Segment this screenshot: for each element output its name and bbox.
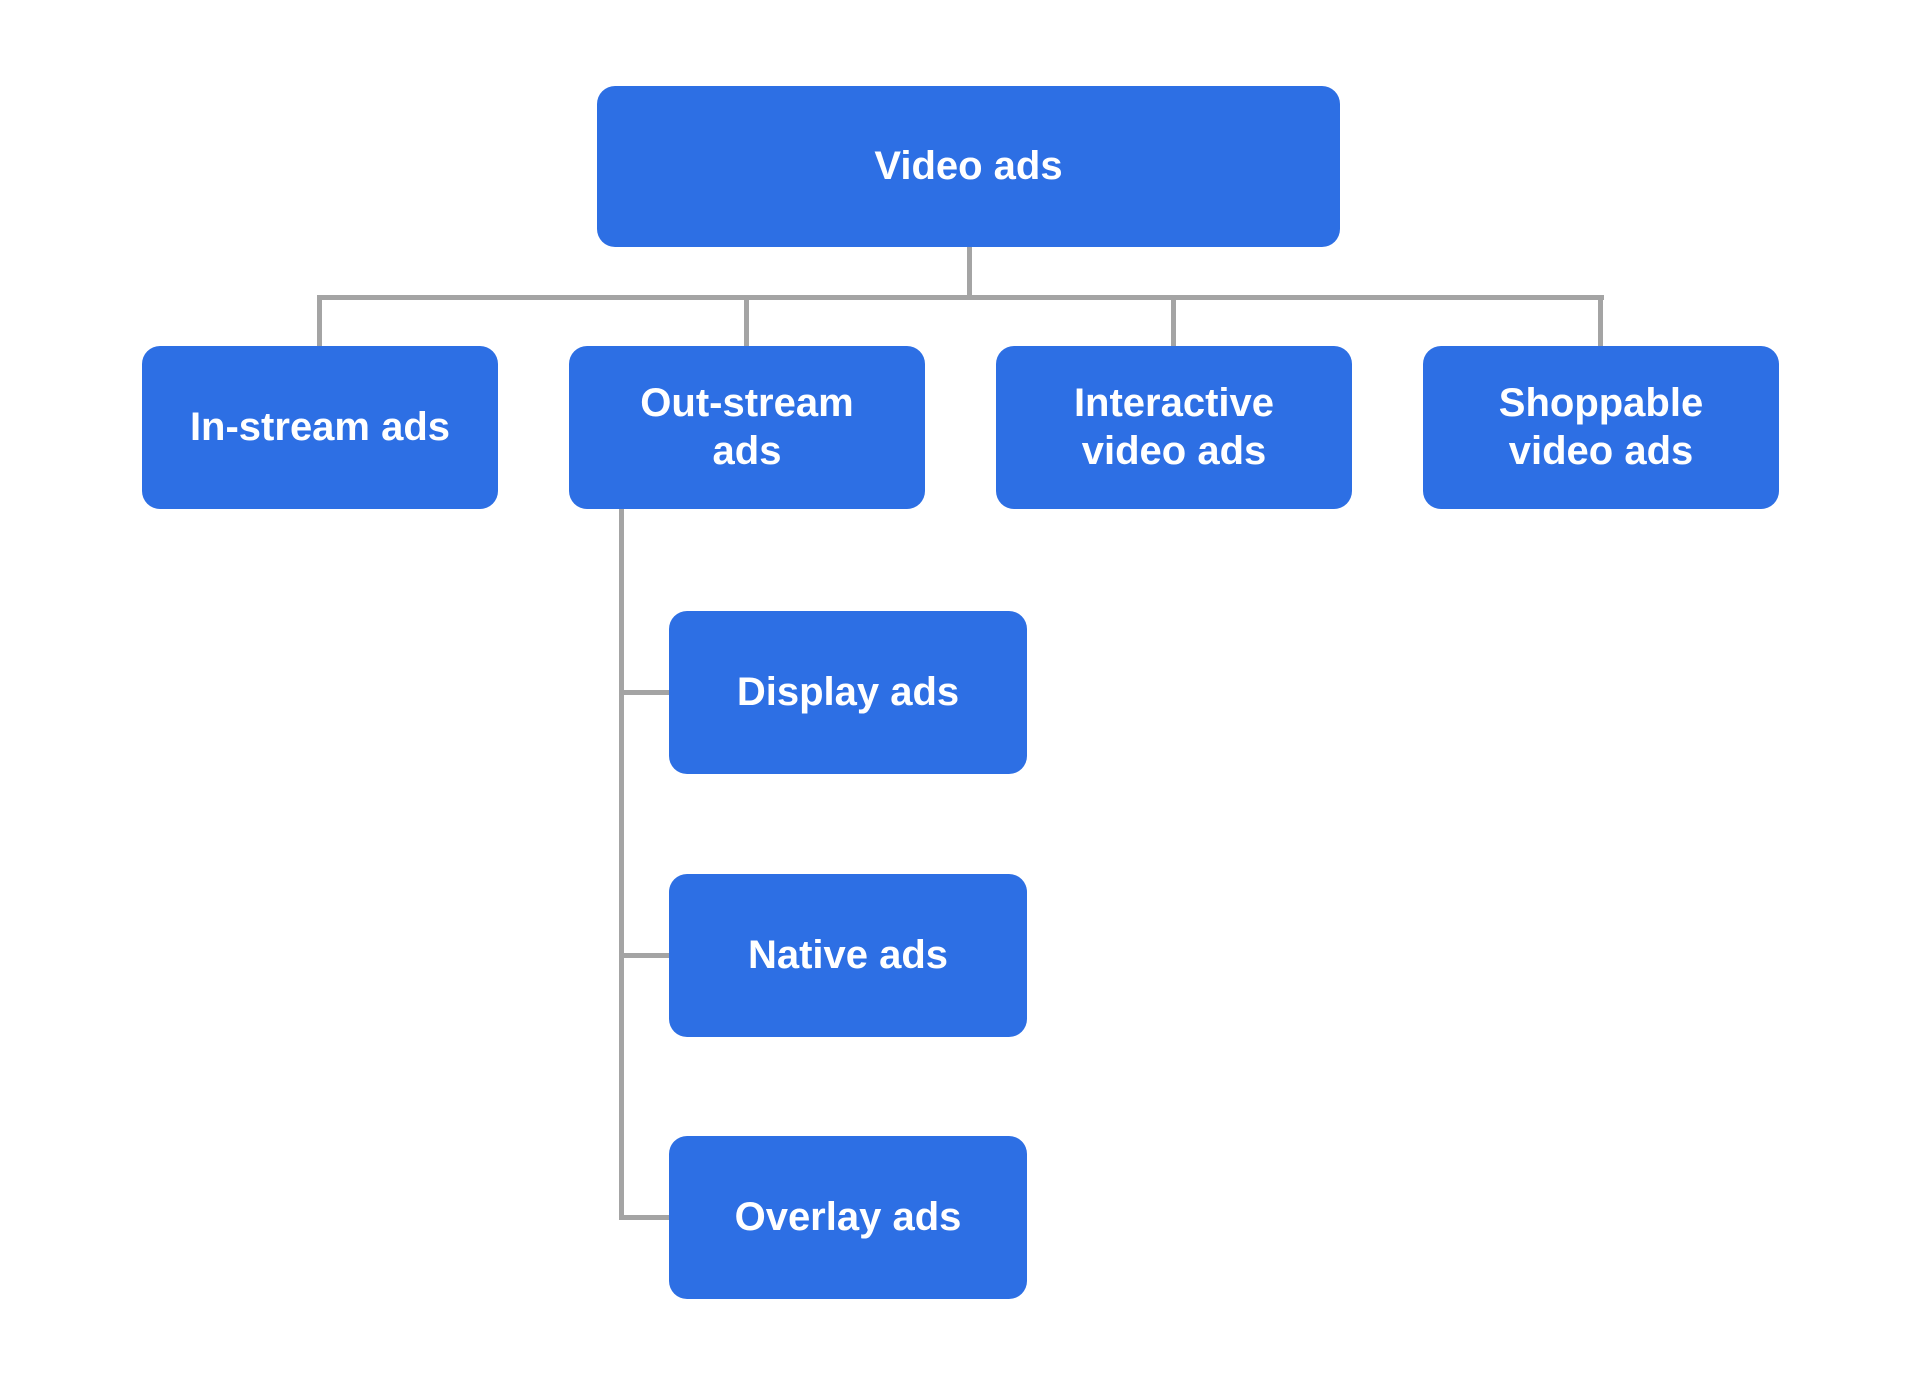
node-out-stream-ads-label: Out-stream ads	[640, 381, 854, 473]
node-overlay-ads-label: Overlay ads	[734, 1194, 962, 1239]
connector-root-stem	[967, 247, 972, 298]
connector-elbow-overlay	[621, 1215, 669, 1220]
node-in-stream-ads: In-stream ads	[142, 346, 498, 509]
node-in-stream-ads-label: In-stream ads	[189, 404, 451, 449]
node-video-ads: Video ads	[597, 86, 1340, 247]
connector-elbow-native	[621, 953, 669, 958]
connector-drop-shoppable	[1598, 298, 1603, 346]
connector-drop-in-stream	[317, 298, 322, 346]
connector-drop-out-stream	[744, 298, 749, 346]
node-shoppable-video-ads-label: Shoppable video ads	[1498, 381, 1704, 473]
node-display-ads: Display ads	[669, 611, 1027, 774]
node-shoppable-video-ads: Shoppable video ads	[1423, 346, 1779, 509]
node-interactive-video-ads-label: Interactive video ads	[1073, 381, 1275, 473]
node-interactive-video-ads: Interactive video ads	[996, 346, 1352, 509]
node-native-ads-label: Native ads	[747, 932, 949, 977]
node-display-ads-label: Display ads	[736, 669, 960, 714]
connector-level1-bus	[317, 295, 1604, 300]
connector-elbow-display	[621, 690, 669, 695]
node-native-ads: Native ads	[669, 874, 1027, 1037]
connector-out-stream-trunk	[619, 509, 624, 1220]
connector-drop-interactive	[1171, 298, 1176, 346]
node-video-ads-label: Video ads	[874, 143, 1063, 188]
node-overlay-ads: Overlay ads	[669, 1136, 1027, 1299]
node-out-stream-ads: Out-stream ads	[569, 346, 925, 509]
